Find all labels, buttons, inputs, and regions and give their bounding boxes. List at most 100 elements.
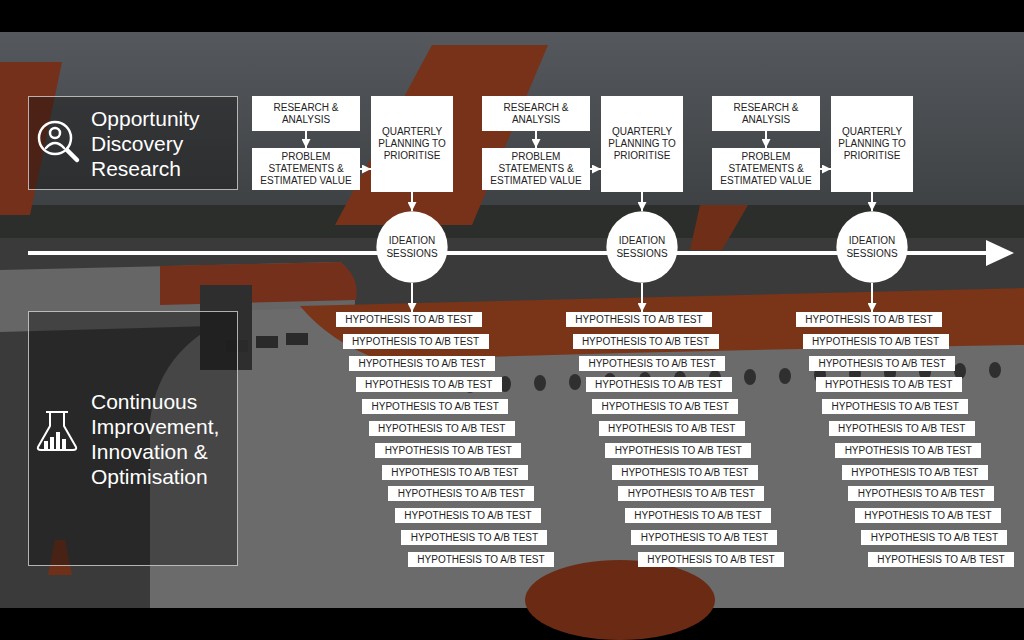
lane-panel: Opportunity Discovery Research	[28, 96, 238, 190]
problem-box: PROBLEM STATEMENTS & ESTIMATED VALUE	[252, 148, 360, 190]
hypothesis-label: HYPOTHESIS TO A/B TEST	[621, 465, 748, 480]
hypothesis-box: HYPOTHESIS TO A/B TEST	[618, 486, 764, 501]
hypothesis-box: HYPOTHESIS TO A/B TEST	[408, 552, 554, 567]
hypothesis-label: HYPOTHESIS TO A/B TEST	[615, 443, 742, 458]
experiment-icon	[38, 412, 76, 450]
hypothesis-box: HYPOTHESIS TO A/B TEST	[809, 356, 955, 371]
circle-shape	[606, 211, 678, 283]
hypothesis-box: HYPOTHESIS TO A/B TEST	[605, 443, 751, 458]
hypothesis-label: HYPOTHESIS TO A/B TEST	[398, 486, 525, 501]
plane-tail	[690, 205, 748, 250]
flow-arrow	[871, 192, 873, 211]
hypothesis-box: HYPOTHESIS TO A/B TEST	[343, 334, 489, 349]
flow-arrow	[871, 283, 873, 312]
circle-fill	[376, 211, 447, 282]
box-label: PROBLEM STATEMENTS & ESTIMATED VALUE	[256, 151, 356, 187]
hypothesis-box: HYPOTHESIS TO A/B TEST	[375, 443, 521, 458]
hypothesis-box: HYPOTHESIS TO A/B TEST	[835, 443, 981, 458]
hypothesis-label: HYPOTHESIS TO A/B TEST	[582, 334, 709, 349]
hypothesis-label: HYPOTHESIS TO A/B TEST	[417, 552, 544, 567]
hypothesis-box: HYPOTHESIS TO A/B TEST	[356, 377, 502, 392]
hypothesis-label: HYPOTHESIS TO A/B TEST	[595, 377, 722, 392]
circle-label: IDEATION SESSIONS	[611, 234, 673, 260]
hypothesis-box: HYPOTHESIS TO A/B TEST	[848, 486, 994, 501]
hypothesis-label: HYPOTHESIS TO A/B TEST	[602, 399, 729, 414]
timeline-arrow	[986, 240, 1014, 266]
circle-shape	[376, 211, 448, 283]
hypothesis-label: HYPOTHESIS TO A/B TEST	[805, 312, 932, 327]
tarmac	[0, 238, 1024, 608]
hypothesis-label: HYPOTHESIS TO A/B TEST	[378, 421, 505, 436]
cabin-windows	[779, 368, 791, 384]
plane-tail	[335, 45, 548, 225]
hypothesis-box: HYPOTHESIS TO A/B TEST	[796, 312, 942, 327]
hypothesis-label: HYPOTHESIS TO A/B TEST	[411, 530, 538, 545]
hypothesis-box: HYPOTHESIS TO A/B TEST	[395, 508, 541, 523]
hypothesis-label: HYPOTHESIS TO A/B TEST	[345, 312, 472, 327]
hypothesis-box: HYPOTHESIS TO A/B TEST	[631, 530, 777, 545]
hypothesis-box: HYPOTHESIS TO A/B TEST	[612, 465, 758, 480]
hypothesis-label: HYPOTHESIS TO A/B TEST	[818, 356, 945, 371]
hypothesis-box: HYPOTHESIS TO A/B TEST	[401, 530, 547, 545]
plane-livery	[160, 262, 357, 305]
ideation-circle: IDEATION SESSIONS	[376, 211, 448, 283]
hypothesis-label: HYPOTHESIS TO A/B TEST	[365, 377, 492, 392]
experiment-icon	[44, 441, 48, 449]
hypothesis-label: HYPOTHESIS TO A/B TEST	[358, 356, 485, 371]
ideation-circle: IDEATION SESSIONS	[836, 211, 908, 283]
planning-box: QUARTERLY PLANNING TO PRIORITISE	[601, 96, 683, 192]
hypothesis-label: HYPOTHESIS TO A/B TEST	[877, 552, 1004, 567]
hypothesis-label: HYPOTHESIS TO A/B TEST	[825, 377, 952, 392]
plane-livery	[300, 288, 1024, 360]
cabin-windows	[989, 362, 1001, 378]
flow-arrow	[305, 131, 307, 148]
circle-shape	[836, 211, 908, 283]
experiment-icon	[56, 432, 60, 449]
research-box: RESEARCH & ANALYSIS	[712, 96, 820, 131]
hypothesis-box: HYPOTHESIS TO A/B TEST	[803, 334, 949, 349]
hypothesis-box: HYPOTHESIS TO A/B TEST	[579, 356, 725, 371]
hypothesis-box: HYPOTHESIS TO A/B TEST	[336, 312, 482, 327]
cockpit-windows	[226, 333, 308, 352]
plane-fuselage	[150, 290, 1024, 608]
hypothesis-box: HYPOTHESIS TO A/B TEST	[868, 552, 1014, 567]
lane-title: Continuous Improvement, Innovation & Opt…	[91, 389, 231, 489]
hypothesis-box: HYPOTHESIS TO A/B TEST	[592, 399, 738, 414]
discovery-icon	[67, 150, 77, 160]
flow-arrow	[820, 168, 831, 170]
hypothesis-label: HYPOTHESIS TO A/B TEST	[575, 312, 702, 327]
hypothesis-box: HYPOTHESIS TO A/B TEST	[638, 552, 784, 567]
cockpit-windows	[256, 336, 278, 348]
hypothesis-label: HYPOTHESIS TO A/B TEST	[845, 443, 972, 458]
circle-fill	[836, 211, 907, 282]
planning-box: QUARTERLY PLANNING TO PRIORITISE	[831, 96, 913, 192]
plane-engine	[525, 560, 715, 640]
hypothesis-label: HYPOTHESIS TO A/B TEST	[871, 530, 998, 545]
box-label: RESEARCH & ANALYSIS	[256, 102, 356, 126]
hypothesis-box: HYPOTHESIS TO A/B TEST	[388, 486, 534, 501]
hypothesis-box: HYPOTHESIS TO A/B TEST	[382, 465, 528, 480]
experiment-icon	[38, 412, 76, 450]
hypothesis-box: HYPOTHESIS TO A/B TEST	[822, 399, 968, 414]
hypothesis-label: HYPOTHESIS TO A/B TEST	[832, 399, 959, 414]
hypothesis-box: HYPOTHESIS TO A/B TEST	[829, 421, 975, 436]
hypothesis-label: HYPOTHESIS TO A/B TEST	[838, 421, 965, 436]
research-box: RESEARCH & ANALYSIS	[252, 96, 360, 131]
hypothesis-box: HYPOTHESIS TO A/B TEST	[625, 508, 771, 523]
flow-arrow	[360, 168, 371, 170]
hypothesis-label: HYPOTHESIS TO A/B TEST	[812, 334, 939, 349]
flow-arrow	[411, 192, 413, 211]
hypothesis-label: HYPOTHESIS TO A/B TEST	[628, 486, 755, 501]
circle-fill	[606, 211, 677, 282]
circle-label: IDEATION SESSIONS	[381, 234, 443, 260]
hypothesis-label: HYPOTHESIS TO A/B TEST	[608, 421, 735, 436]
discovery-icon	[39, 122, 77, 160]
planning-box: QUARTERLY PLANNING TO PRIORITISE	[371, 96, 453, 192]
problem-box: PROBLEM STATEMENTS & ESTIMATED VALUE	[712, 148, 820, 190]
hypothesis-box: HYPOTHESIS TO A/B TEST	[566, 312, 712, 327]
hypothesis-label: HYPOTHESIS TO A/B TEST	[372, 399, 499, 414]
hypothesis-label: HYPOTHESIS TO A/B TEST	[391, 465, 518, 480]
hypothesis-label: HYPOTHESIS TO A/B TEST	[647, 552, 774, 567]
